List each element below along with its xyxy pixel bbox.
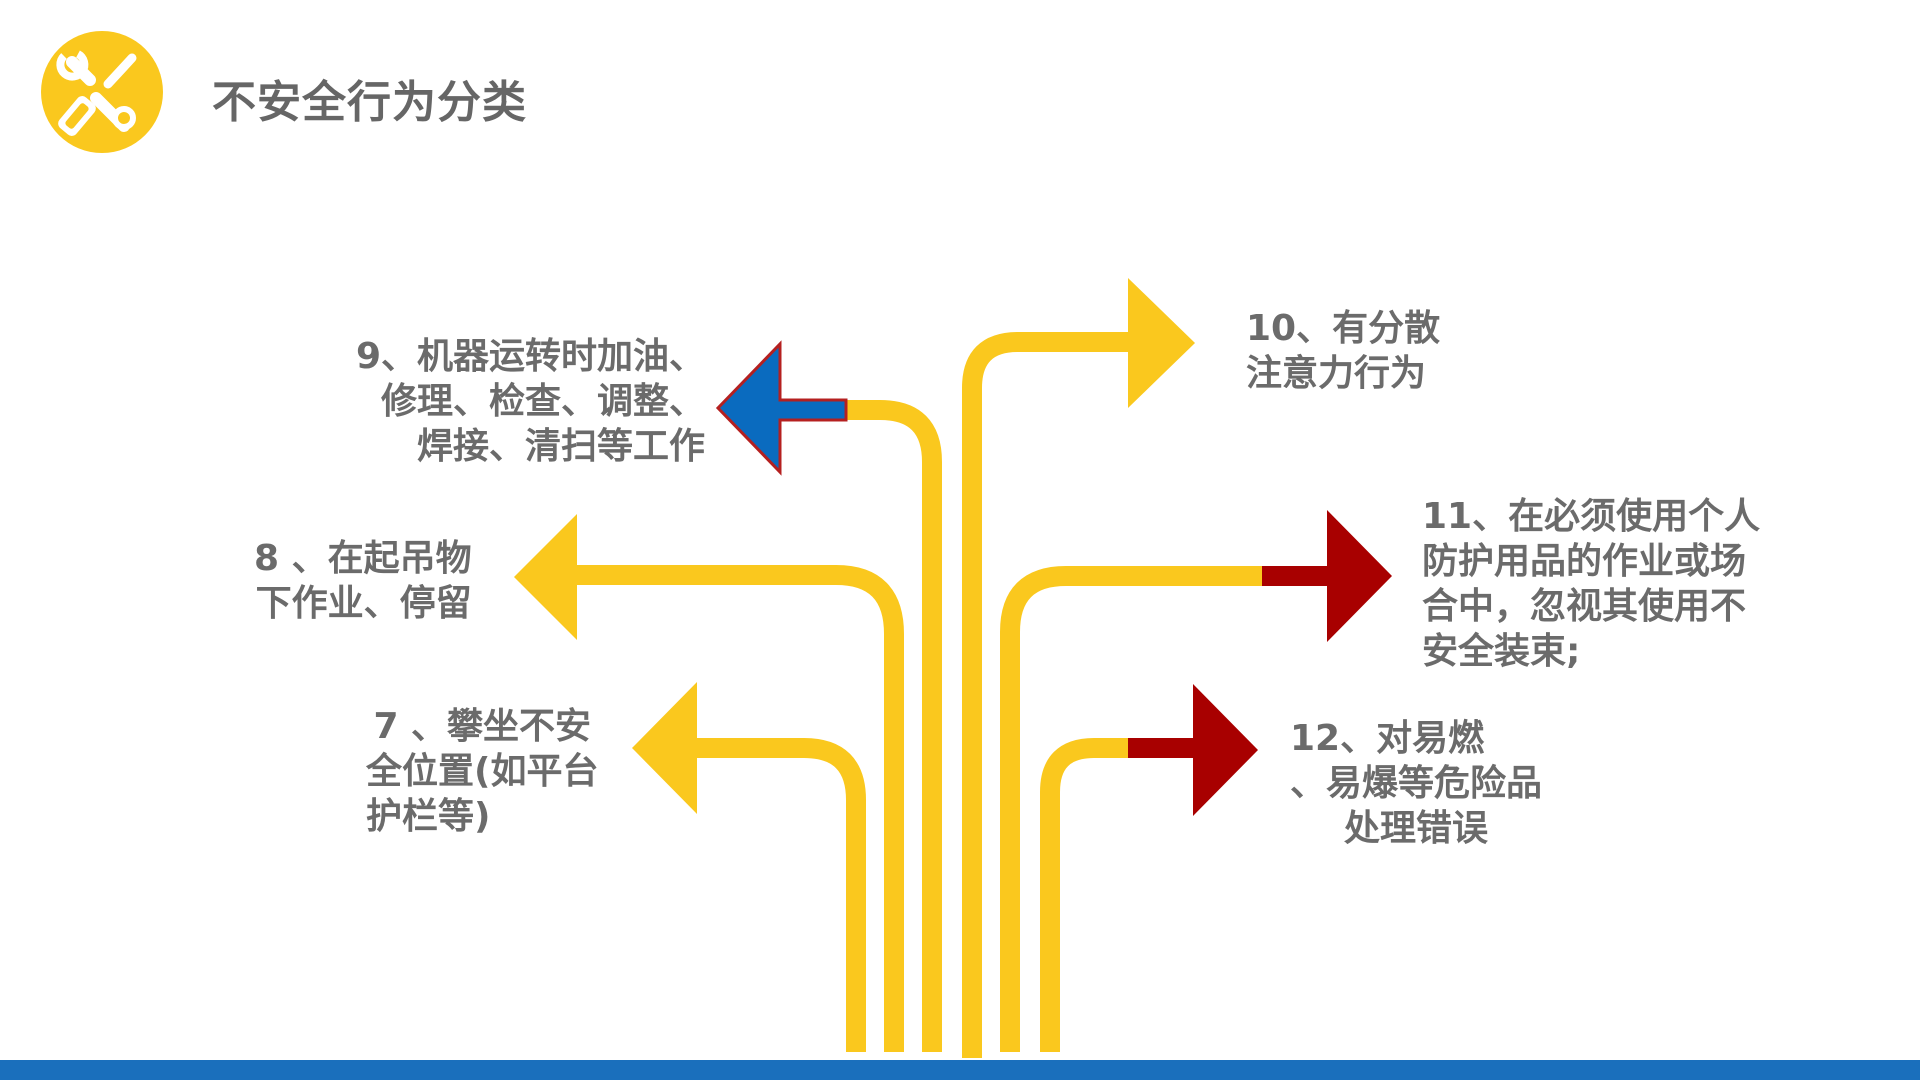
arrow-item-7 bbox=[632, 682, 866, 1052]
label-item-12: 12、对易燃 、易爆等危险品 处理错误 bbox=[1290, 718, 1543, 849]
label-item-8: 8 、在起吊物 下作业、停留 bbox=[254, 538, 472, 624]
bottom-bar bbox=[0, 1060, 1920, 1080]
label-item-9: 9、机器运转时加油、 修理、检查、调整、 焊接、清扫等工作 bbox=[356, 336, 706, 467]
arrow-item-10 bbox=[962, 278, 1195, 1058]
arrow-item-8 bbox=[514, 514, 904, 1052]
arrow-item-9 bbox=[715, 340, 942, 1052]
label-item-10: 10、有分散 注意力行为 bbox=[1246, 308, 1441, 394]
label-item-7: 7 、攀坐不安 全位置(如平台 护栏等) bbox=[366, 706, 599, 837]
label-item-11: 11、在必须使用个人 防护用品的作业或场 合中，忽视其使用不 安全装束; bbox=[1422, 496, 1761, 672]
tools-icon bbox=[41, 31, 163, 153]
arrow-item-11 bbox=[1000, 510, 1392, 1052]
arrow-item-12 bbox=[1040, 684, 1258, 1052]
page-title: 不安全行为分类 bbox=[212, 77, 527, 128]
